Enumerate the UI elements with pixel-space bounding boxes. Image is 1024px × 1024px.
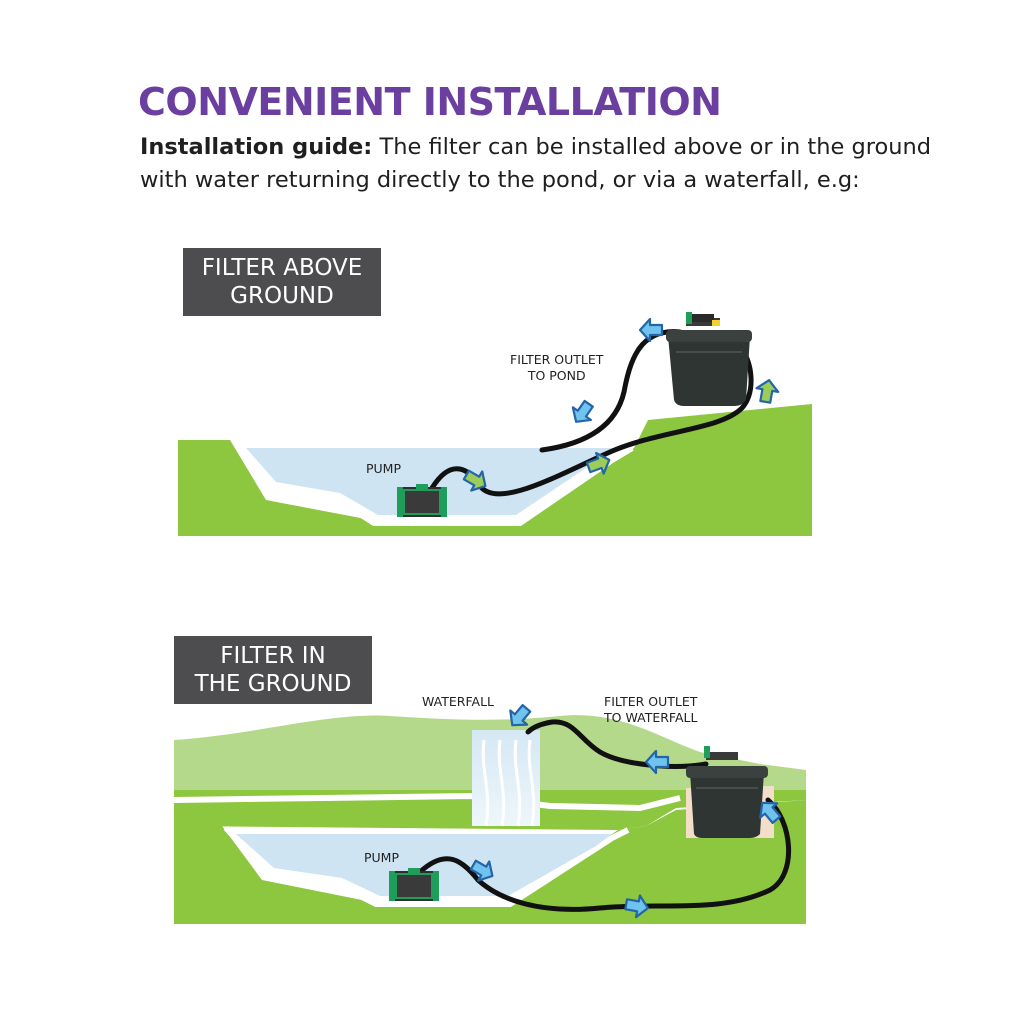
- flow-arrow-icon: [753, 377, 782, 405]
- pump-callout: PUMP: [366, 461, 402, 476]
- ledge-line: [173, 792, 681, 812]
- installation-guide-text: Installation guide: The filter can be in…: [140, 131, 940, 197]
- filter-above-ground-label: FILTER ABOVE GROUND: [183, 248, 381, 316]
- pump-icon: [397, 484, 447, 517]
- callout-line: TO WATERFALL: [604, 710, 698, 725]
- pond-water: [236, 834, 612, 896]
- callout-line: FILTER OUTLET: [604, 694, 698, 709]
- installation-guide-heading: Installation guide:: [140, 134, 373, 160]
- waterfall-icon: [472, 730, 540, 827]
- diagram-filter-above-ground: [178, 312, 812, 536]
- page-title: CONVENIENT INSTALLATION: [138, 80, 722, 124]
- callout-line: FILTER OUTLET: [510, 352, 604, 367]
- diagram-filter-in-ground: [173, 700, 806, 924]
- callout-line: TO POND: [527, 368, 586, 383]
- filter-unit-icon: [686, 746, 768, 838]
- label-line: GROUND: [230, 283, 334, 309]
- pond-liner: [233, 438, 634, 526]
- label-line: FILTER ABOVE: [201, 255, 363, 281]
- foreground-ground: [174, 800, 806, 924]
- installation-guide-body: The filter can be installed above or in …: [140, 134, 932, 193]
- filter-outlet-to-pond-callout: FILTER OUTLET TO POND: [510, 352, 603, 384]
- hose-filter-outlet: [539, 329, 683, 453]
- label-line: FILTER IN: [220, 643, 326, 669]
- label-line: THE GROUND: [194, 671, 352, 697]
- filter-unit-icon: [666, 312, 752, 406]
- flow-arrow-icon: [638, 317, 664, 343]
- pond-liner: [223, 825, 630, 907]
- pond-water: [246, 448, 614, 515]
- waterfall-callout: WATERFALL: [422, 694, 494, 709]
- pump-icon: [389, 868, 439, 901]
- pump-callout: PUMP: [364, 850, 400, 865]
- filter-in-ground-label: FILTER IN THE GROUND: [174, 636, 372, 704]
- hose-pump-to-filter: [417, 797, 792, 912]
- flow-arrow-icon: [566, 396, 599, 430]
- filter-outlet-to-waterfall-callout: FILTER OUTLET TO WATERFALL: [604, 694, 697, 726]
